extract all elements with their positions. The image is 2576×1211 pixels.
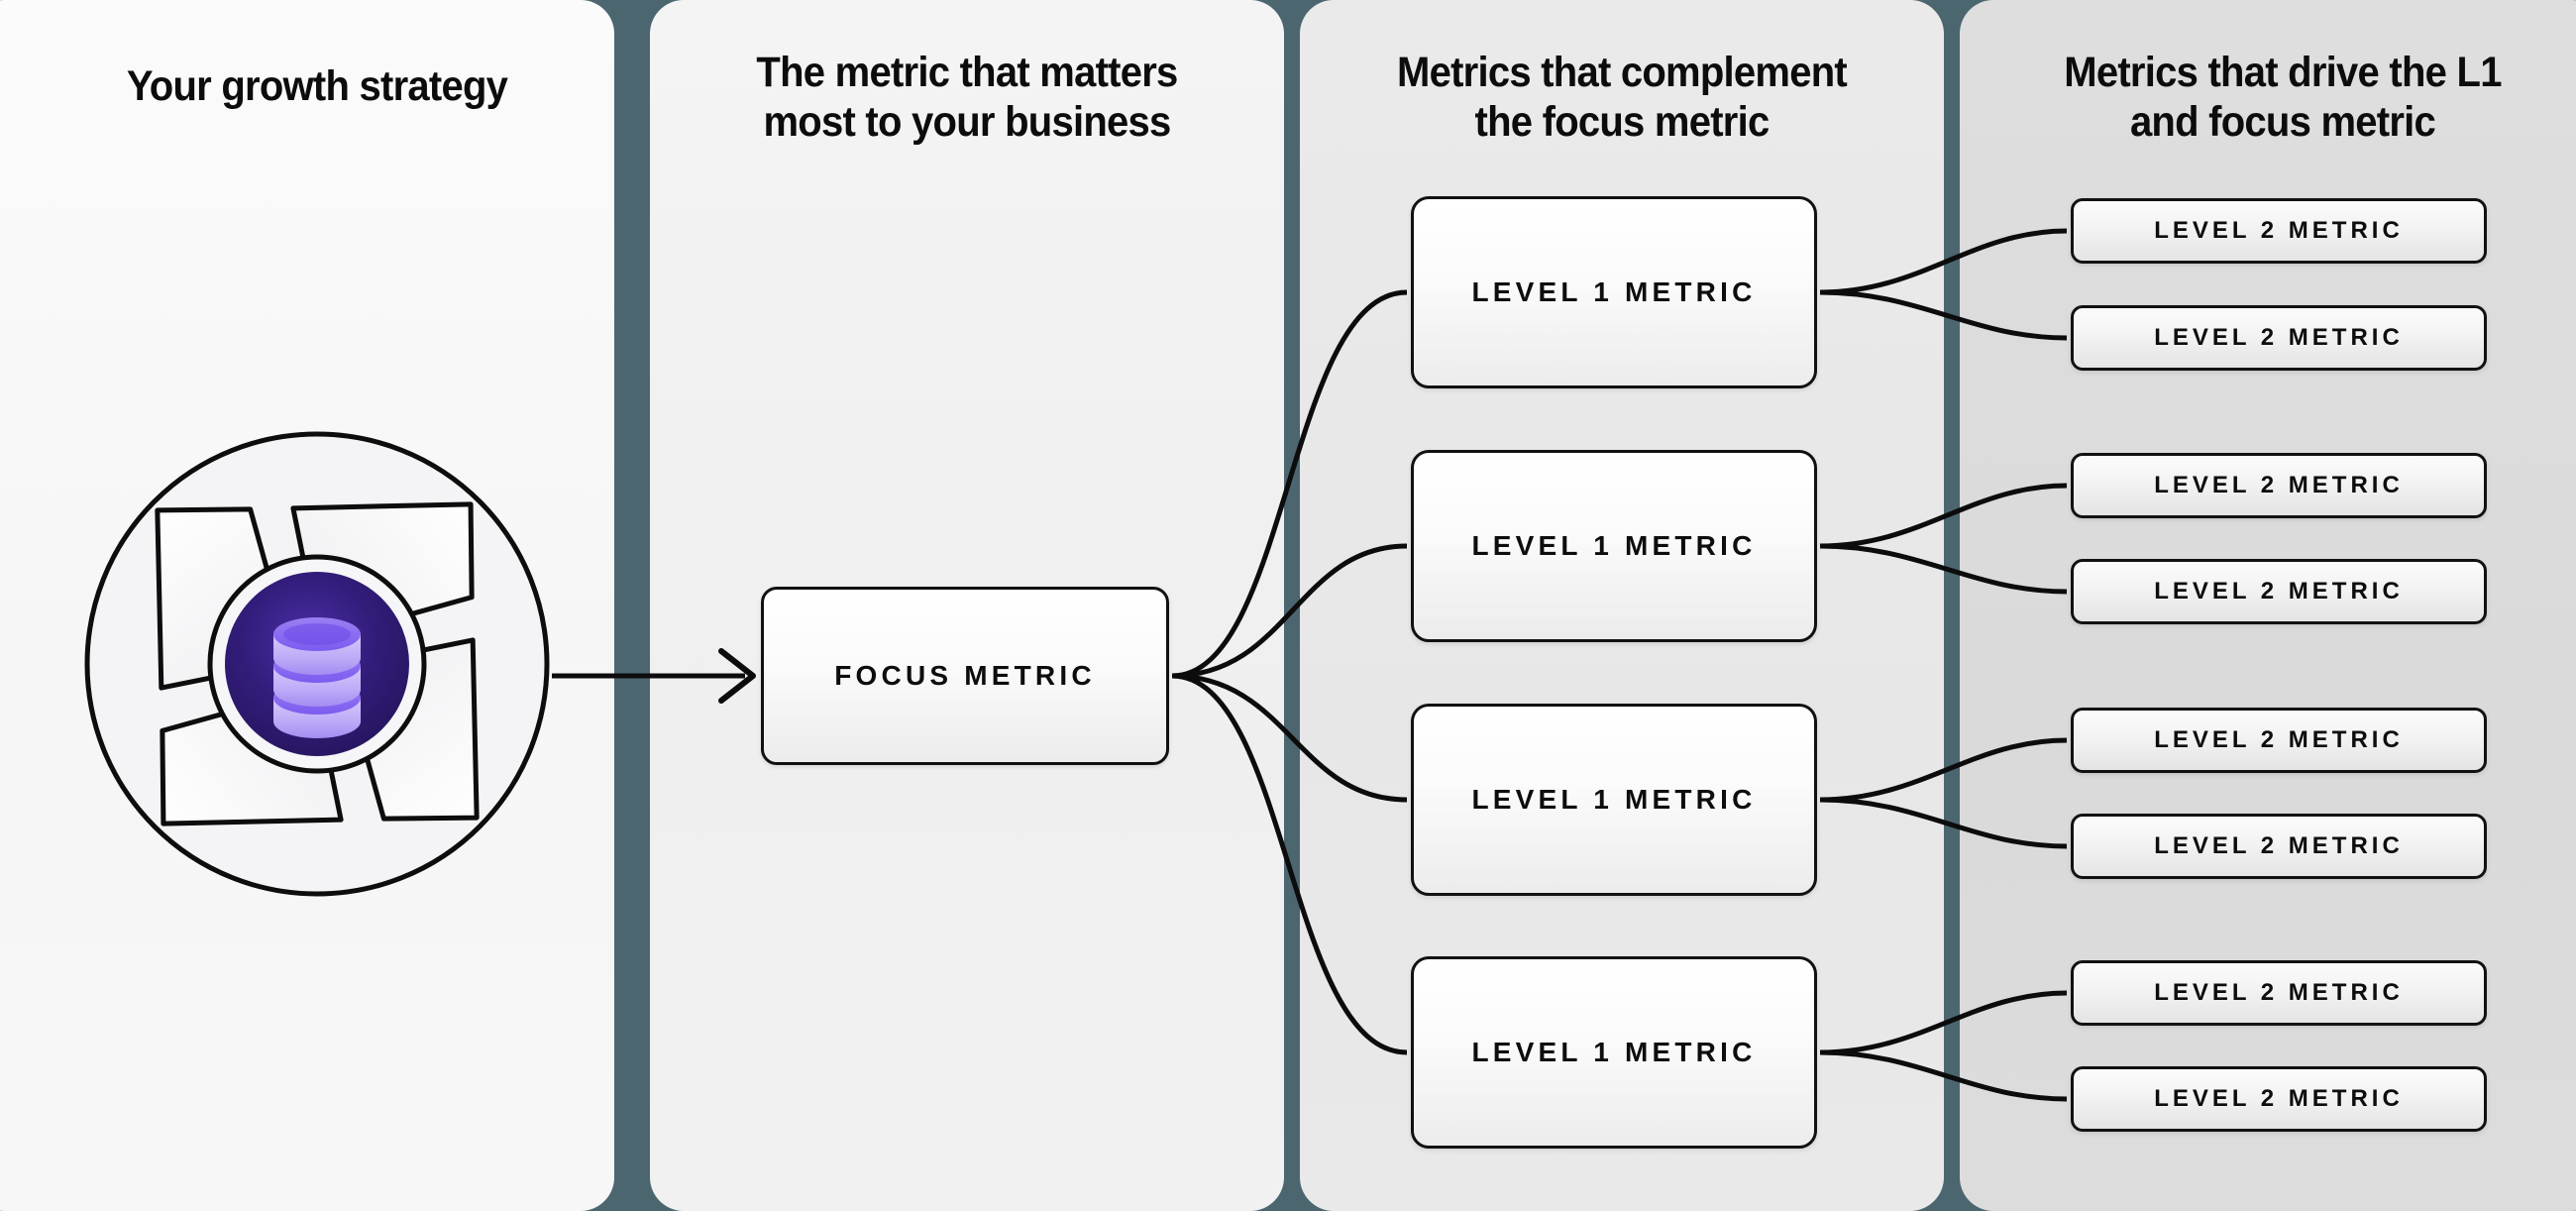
node-level2-metric-2[interactable]: LEVEL 2 METRIC	[2071, 305, 2487, 371]
node-level2-metric-6[interactable]: LEVEL 2 METRIC	[2071, 814, 2487, 879]
node-focus-metric[interactable]: FOCUS METRIC	[761, 587, 1169, 765]
node-level1-metric-1[interactable]: LEVEL 1 METRIC	[1411, 196, 1817, 388]
node-level1-metric-4[interactable]: LEVEL 1 METRIC	[1411, 956, 1817, 1149]
column-title-strategy: Your growth strategy	[126, 62, 508, 110]
node-level2-metric-4[interactable]: LEVEL 2 METRIC	[2071, 559, 2487, 624]
node-level1-metric-2[interactable]: LEVEL 1 METRIC	[1411, 450, 1817, 642]
column-title-drivers: Metrics that drive the L1 and focus metr…	[2064, 49, 2502, 147]
node-level1-metric-3[interactable]: LEVEL 1 METRIC	[1411, 704, 1817, 896]
column-title-focus: The metric that matters most to your bus…	[756, 49, 1178, 147]
column-title-complement: Metrics that complement the focus metric	[1397, 49, 1848, 147]
node-level2-metric-3[interactable]: LEVEL 2 METRIC	[2071, 453, 2487, 518]
node-level2-metric-1[interactable]: LEVEL 2 METRIC	[2071, 198, 2487, 264]
node-level2-metric-8[interactable]: LEVEL 2 METRIC	[2071, 1066, 2487, 1132]
node-level2-metric-7[interactable]: LEVEL 2 METRIC	[2071, 960, 2487, 1026]
database-icon	[273, 617, 361, 738]
node-level2-metric-5[interactable]: LEVEL 2 METRIC	[2071, 708, 2487, 773]
aperture-database-logo	[84, 431, 550, 897]
